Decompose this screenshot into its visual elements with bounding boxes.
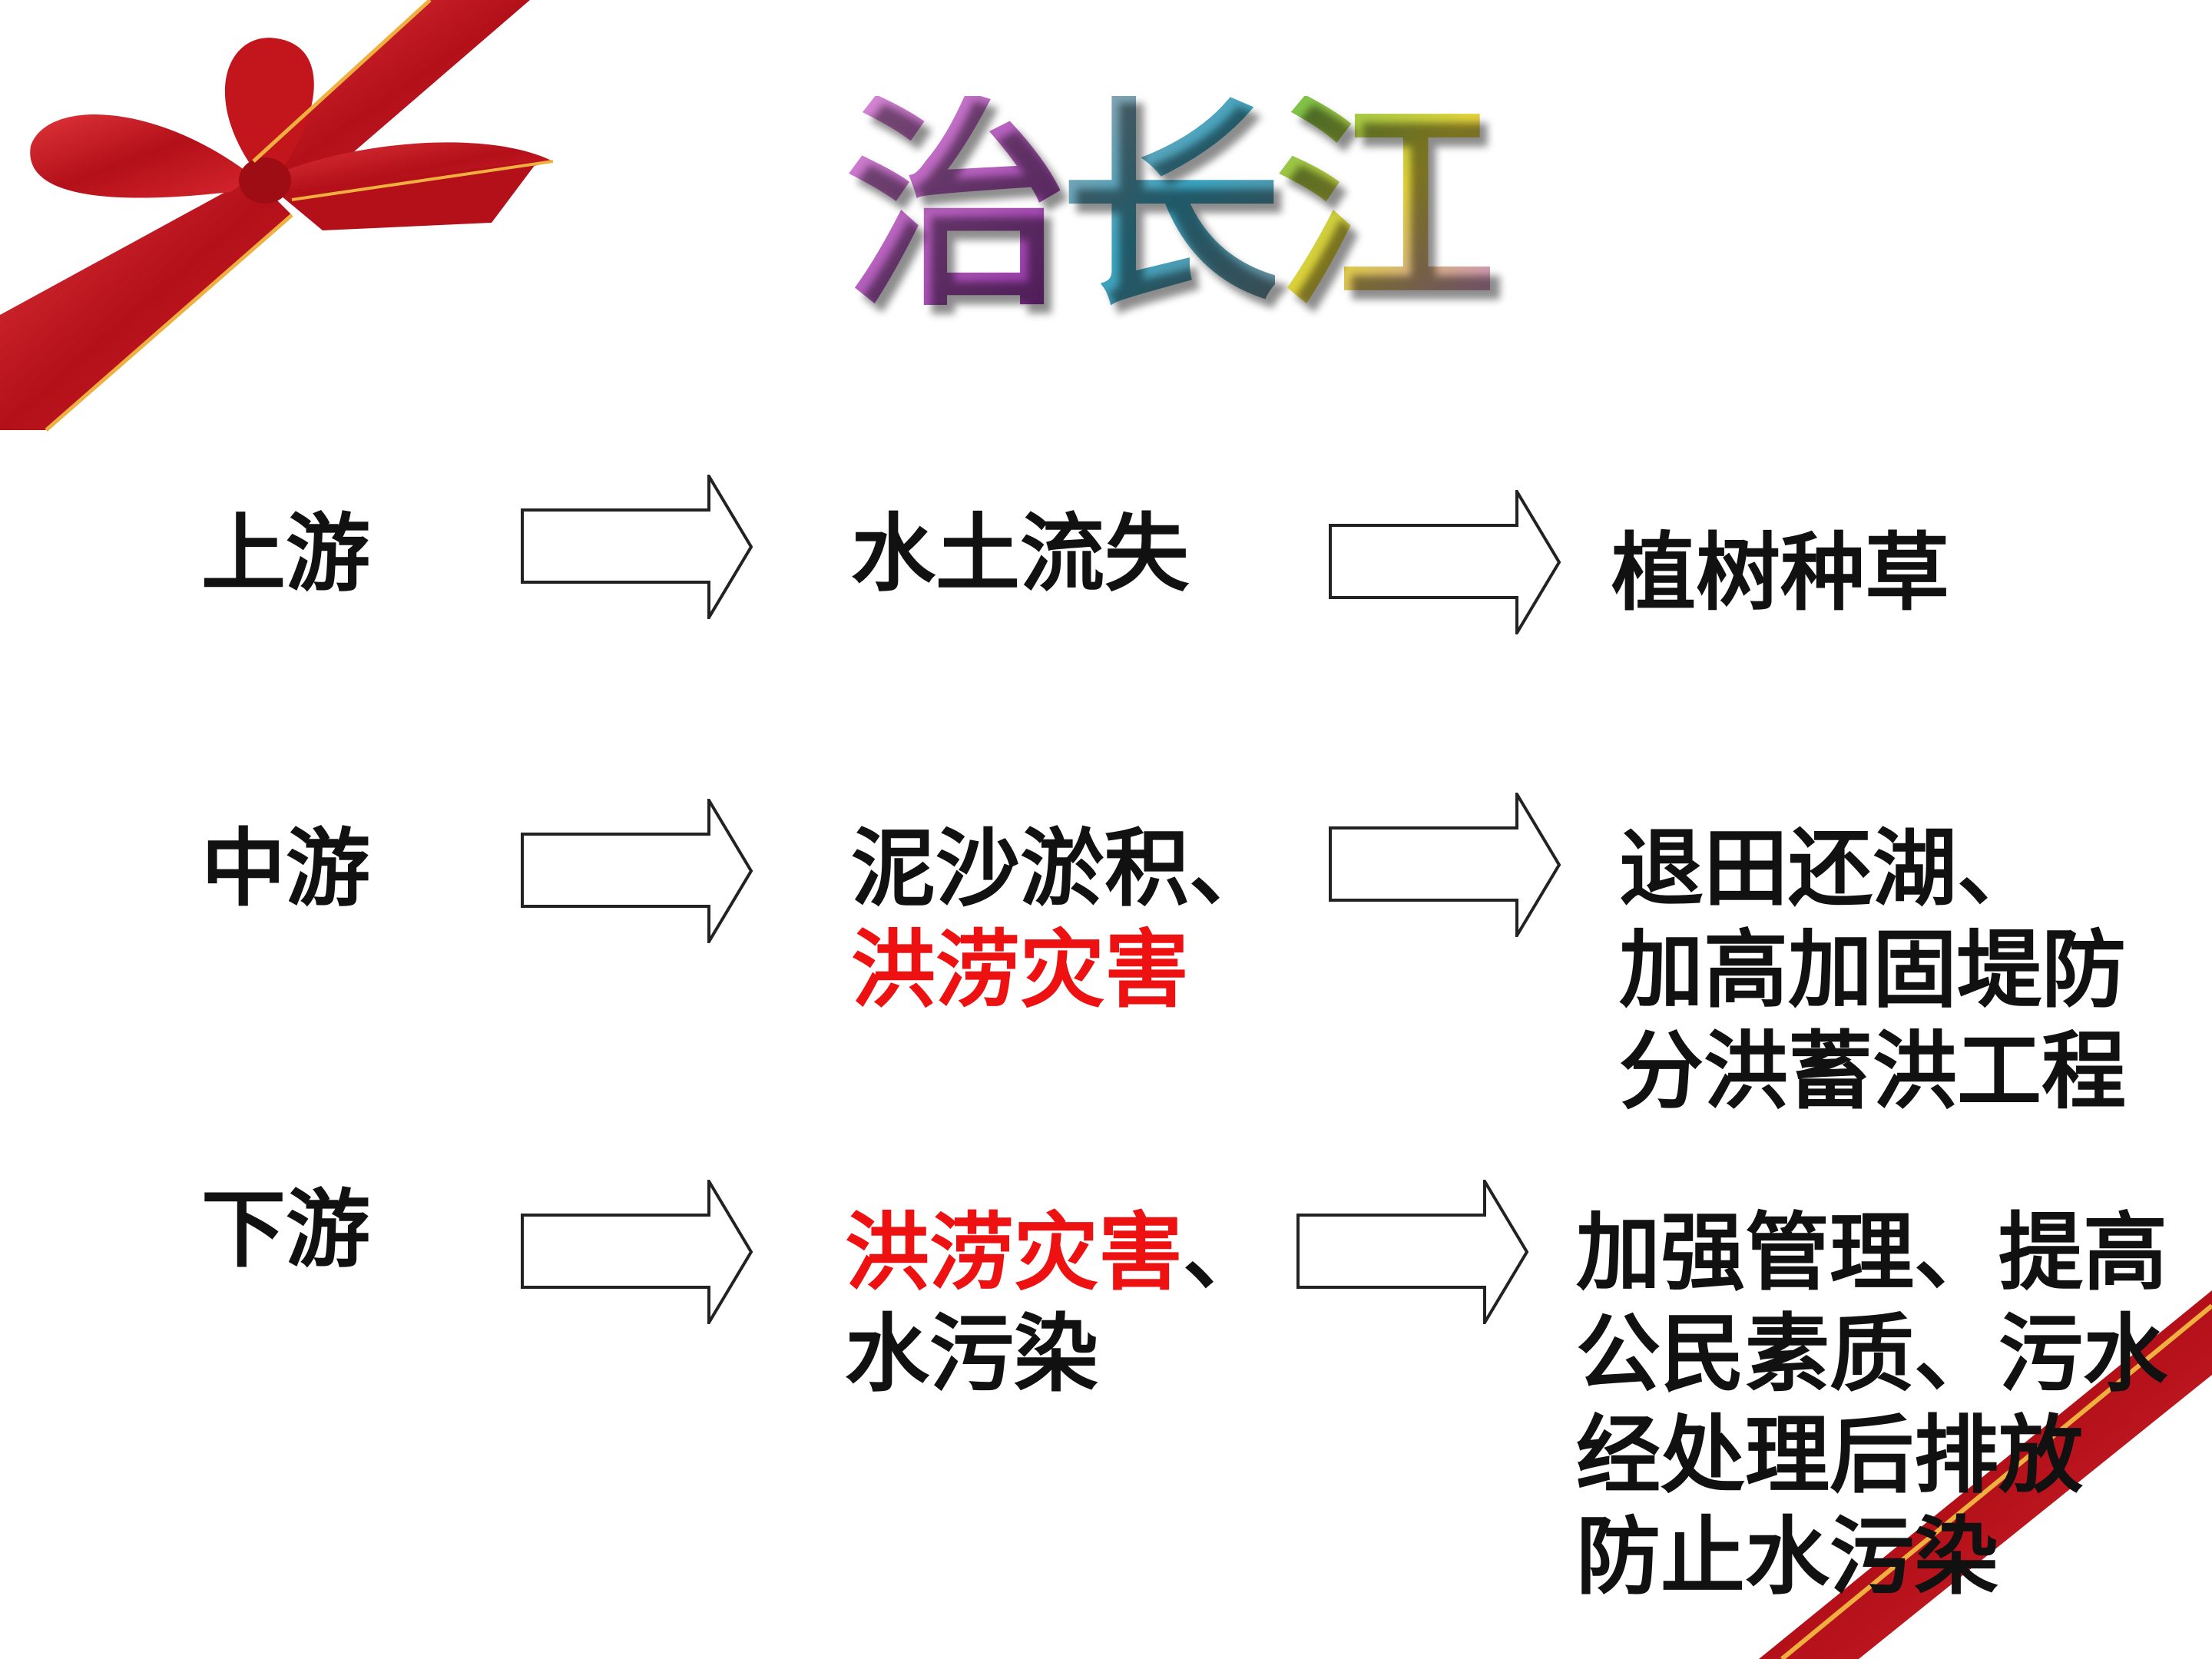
measures-midstream: 退田还湖、 加高加固堤防 分洪蓄洪工程 [1619, 818, 2126, 1122]
measure-line: 加高加固堤防 [1619, 920, 2126, 1019]
problem-line: 洪涝灾害、 [845, 1202, 1267, 1303]
problem-text-highlight: 洪涝灾害 [845, 1203, 1183, 1302]
problem-text: 、 [1183, 1203, 1267, 1302]
measure-line: 公民素质、污水 [1576, 1304, 2167, 1403]
problem-upstream: 水土流失 [851, 503, 1189, 604]
arrow-right-icon [521, 1180, 753, 1324]
problem-text: 水污染 [845, 1304, 1098, 1403]
problem-midstream: 泥沙淤积、 洪涝灾害 [851, 818, 1273, 1021]
problem-text: 水土流失 [851, 504, 1189, 603]
region-label-midstream: 中游 [201, 819, 370, 918]
problem-text: 泥沙淤积、 [851, 819, 1273, 918]
arrow-right-icon [1296, 1180, 1529, 1324]
arrow-right-icon [1329, 793, 1561, 937]
title-char: 江 [1275, 78, 1498, 336]
measure-line: 经处理后排放 [1576, 1406, 2083, 1505]
title-char: 长 [1060, 78, 1283, 336]
measure-line: 植树种草 [1611, 523, 1949, 622]
problem-downstream: 洪涝灾害、 水污染 [845, 1202, 1267, 1405]
region-label-upstream: 上游 [201, 504, 370, 603]
measure-line: 退田还湖、 [1619, 819, 2041, 918]
problem-line: 水污染 [845, 1303, 1267, 1405]
problem-text-highlight: 洪涝灾害 [851, 920, 1189, 1019]
problem-line: 洪涝灾害 [851, 919, 1273, 1021]
problem-line: 水土流失 [851, 503, 1189, 604]
title-char: 治 [845, 78, 1068, 336]
bow-top-left [0, 0, 554, 432]
page-title: 治 长 江 [830, 92, 1505, 323]
measure-line: 分洪蓄洪工程 [1619, 1022, 2126, 1121]
arrow-right-icon [521, 799, 753, 943]
measure-line: 加强管理、提高 [1576, 1203, 2167, 1302]
arrow-right-icon [521, 475, 753, 619]
measures-downstream: 加强管理、提高 公民素质、污水 经处理后排放 防止水污染 [1576, 1202, 2167, 1608]
ribbon-bottom-right [1759, 1290, 2212, 1659]
region-label-downstream: 下游 [201, 1180, 370, 1279]
problem-line: 泥沙淤积、 [851, 818, 1273, 919]
measure-line: 防止水污染 [1576, 1507, 1998, 1606]
measures-upstream: 植树种草 [1611, 522, 1949, 624]
arrow-right-icon [1329, 490, 1561, 634]
